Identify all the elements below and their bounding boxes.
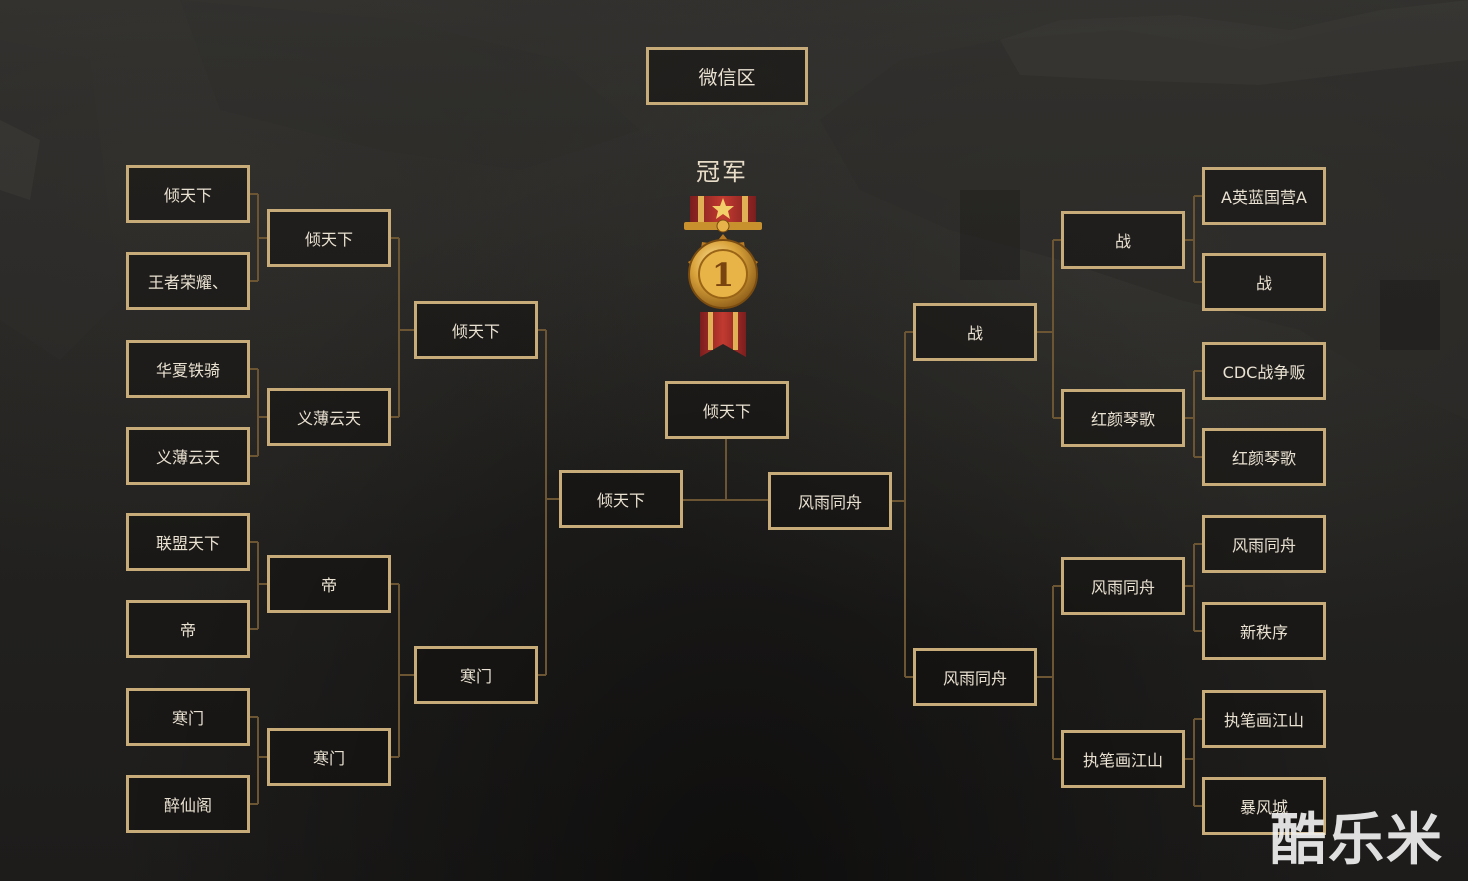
right-r1-team[interactable]: A英蓝国营A: [1202, 167, 1326, 225]
left-r2-team[interactable]: 倾天下: [267, 209, 391, 267]
left-r2-team[interactable]: 寒门: [267, 728, 391, 786]
left-r1-team[interactable]: 醉仙阁: [126, 775, 250, 833]
right-r1-team[interactable]: CDC战争贩: [1202, 342, 1326, 400]
right-r3-team[interactable]: 战: [913, 303, 1037, 361]
left-r1-team[interactable]: 华夏铁骑: [126, 340, 250, 398]
right-r1-team[interactable]: 风雨同舟: [1202, 515, 1326, 573]
right-r1-team[interactable]: 新秩序: [1202, 602, 1326, 660]
left-r3-team[interactable]: 倾天下: [414, 301, 538, 359]
left-r1-team[interactable]: 帝: [126, 600, 250, 658]
left-r1-team[interactable]: 义薄云天: [126, 427, 250, 485]
right-r1-team[interactable]: 战: [1202, 253, 1326, 311]
watermark-logo: 酷乐米: [1270, 808, 1444, 873]
right-r1-team[interactable]: 暴风城: [1202, 777, 1326, 835]
left-r1-team[interactable]: 寒门: [126, 688, 250, 746]
right-r2-team[interactable]: 风雨同舟: [1061, 557, 1185, 615]
left-r1-team[interactable]: 倾天下: [126, 165, 250, 223]
right-r1-team[interactable]: 执笔画江山: [1202, 690, 1326, 748]
right-r1-team[interactable]: 红颜琴歌: [1202, 428, 1326, 486]
left-r1-team[interactable]: 联盟天下: [126, 513, 250, 571]
left-r2-team[interactable]: 义薄云天: [267, 388, 391, 446]
gold-medal-icon: 1: [684, 196, 762, 357]
left-r1-team[interactable]: 王者荣耀、: [126, 252, 250, 310]
right-r2-team[interactable]: 执笔画江山: [1061, 730, 1185, 788]
left-r2-team[interactable]: 帝: [267, 555, 391, 613]
champion-label: 冠军: [696, 158, 748, 186]
left-semifinal[interactable]: 倾天下: [559, 470, 683, 528]
right-semifinal[interactable]: 风雨同舟: [768, 472, 892, 530]
right-r3-team[interactable]: 风雨同舟: [913, 648, 1037, 706]
medal-rank-number: 1: [712, 256, 734, 294]
left-r3-team[interactable]: 寒门: [414, 646, 538, 704]
region-title: 微信区: [646, 47, 808, 105]
right-r2-team[interactable]: 战: [1061, 211, 1185, 269]
right-r2-team[interactable]: 红颜琴歌: [1061, 389, 1185, 447]
final-winner[interactable]: 倾天下: [665, 381, 789, 439]
